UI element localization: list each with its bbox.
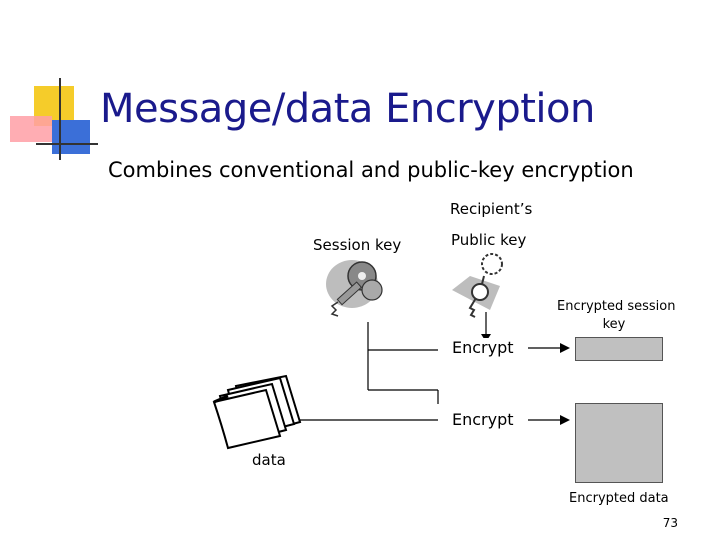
encrypted-session-key-label: Encrypted session key [557,299,676,332]
logo-squares-icon [10,78,98,160]
connector-lines [300,312,560,421]
encrypt-bottom-label: Encrypt [450,410,516,429]
session-key-icon [326,260,383,317]
public-key-icon [452,253,503,318]
page-number: 73 [662,516,678,530]
encrypted-data-box [575,403,663,483]
encrypted-data-label: Encrypted data [569,491,669,506]
session-key-label: Session key [313,236,402,254]
encrypted-session-key-line1: Encrypted session [557,299,676,314]
recipients-label: Recipient’s [450,200,533,218]
page-subtitle: Combines conventional and public-key enc… [108,158,634,182]
encrypted-session-key-box [575,337,663,361]
encrypt-top-label: Encrypt [450,338,516,357]
page-title: Message/data Encryption [100,86,595,132]
document-stack-icon [212,374,302,450]
encrypted-session-key-line2: key [602,317,626,332]
data-label: data [252,451,286,469]
public-key-label: Public key [451,231,527,249]
